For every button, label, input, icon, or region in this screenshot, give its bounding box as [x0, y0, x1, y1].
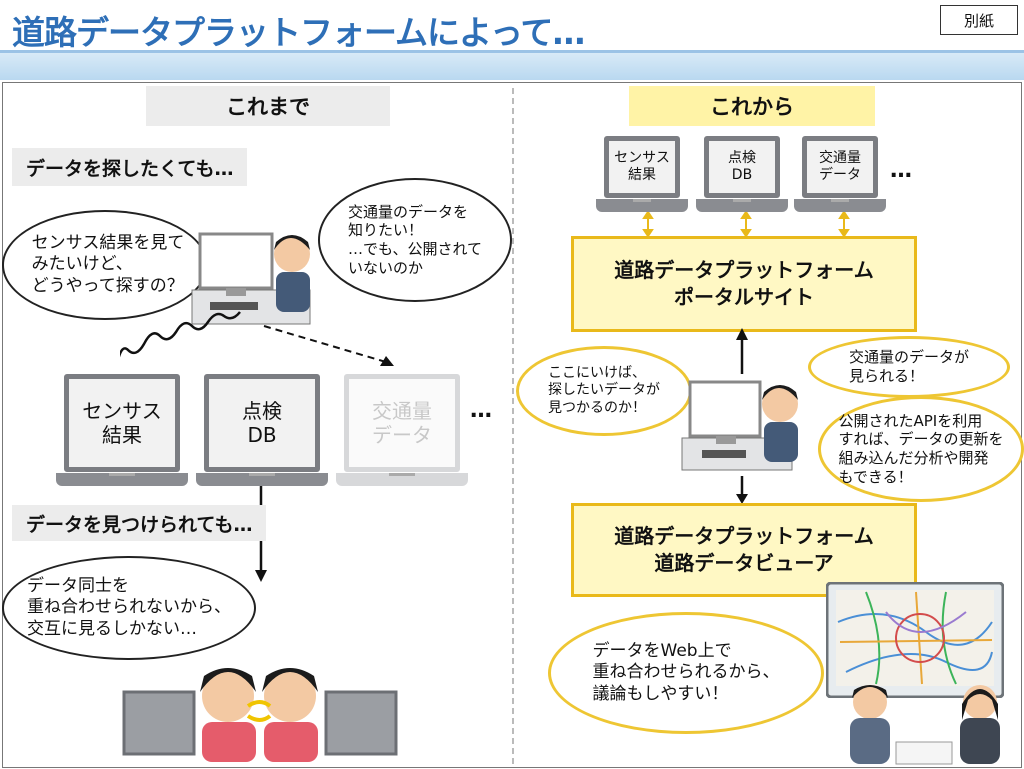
title-band-line: [0, 50, 1024, 53]
laptop-inspection-small-label: 点検 DB: [704, 136, 780, 198]
laptop-census-label: センサス 結果: [64, 374, 180, 472]
squiggle-line: [120, 311, 241, 358]
laptop-traffic-faded: 交通量 データ: [336, 374, 468, 486]
bubble-api: 公開されたAPIを利用 すれば、データの更新を 組み込んだ分析や開発 もできる！: [818, 396, 1024, 502]
bubble-traffic-visible: 交通量のデータが 見られる！: [808, 336, 1010, 398]
caption-search: データを探したくても…: [12, 148, 248, 186]
page-title: 道路データプラットフォームによって…: [12, 13, 585, 52]
connector-arrows: [642, 212, 850, 236]
caption-found: データを見つけられても…: [12, 505, 267, 541]
ellipsis-left: …: [470, 398, 494, 423]
laptop-census: センサス 結果: [56, 374, 188, 486]
meeting-people-illustration: [850, 685, 1000, 765]
laptop-traffic-small-label: 交通量 データ: [802, 136, 878, 198]
person-at-portal-illustration: [681, 380, 798, 471]
up-arrow: [736, 328, 748, 374]
two-people-illustration: [122, 668, 398, 762]
bubble-overlay-complaint: データ同士を 重ね合わせられないから、 交互に見るしかない…: [2, 556, 256, 660]
laptop-traffic-label: 交通量 データ: [344, 374, 460, 472]
title-band: [0, 50, 1024, 80]
down-arrow-right: [736, 476, 748, 504]
attachment-stamp: 別紙: [940, 5, 1018, 35]
ellipsis-right: …: [890, 158, 914, 183]
map-viewer-screen: [826, 582, 1004, 698]
bubble-web-overlay: データをWeb上で 重ね合わせられるから、 議論もしやすい！: [548, 612, 824, 734]
dashed-arrow: [263, 325, 394, 366]
bubble-portal-found: ここにいけば、 探したいデータが 見つかるのか！: [516, 346, 692, 436]
bubble-traffic-question: 交通量のデータを 知りたい！ …でも、公開されて いないのか: [318, 178, 512, 302]
laptop-traffic-small: 交通量 データ: [794, 136, 886, 212]
laptop-inspection-label: 点検 DB: [204, 374, 320, 472]
header-after: これから: [629, 86, 875, 126]
header-before: これまで: [146, 86, 390, 126]
laptop-census-small: センサス 結果: [596, 136, 688, 212]
laptop-census-small-label: センサス 結果: [604, 136, 680, 198]
laptop-inspection-small: 点検 DB: [696, 136, 788, 212]
laptop-inspection-db: 点検 DB: [196, 374, 328, 486]
road-data-viewer-box: 道路データプラットフォーム 道路データビューア: [571, 503, 917, 597]
bubble-census-question: センサス結果を見て みたいけど、 どうやって探すの？: [2, 210, 208, 320]
portal-site-box: 道路データプラットフォーム ポータルサイト: [571, 236, 917, 332]
center-divider: [512, 88, 514, 764]
content-frame: [2, 82, 1022, 768]
